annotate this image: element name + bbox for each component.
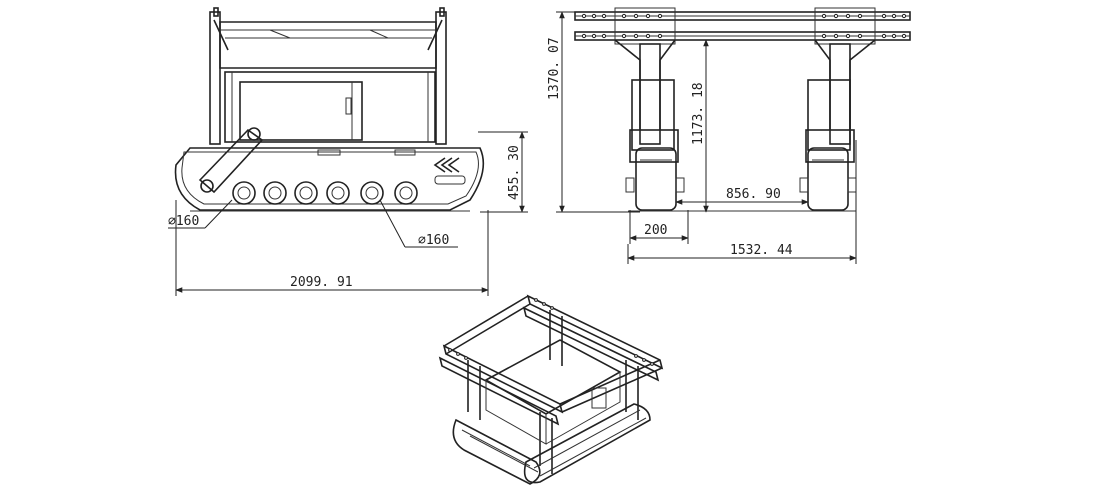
side-view xyxy=(174,7,485,212)
track-height-label: 455. 30 xyxy=(507,145,522,200)
front-view xyxy=(574,7,911,212)
track-width-label: 200 xyxy=(644,223,667,238)
drive-wheel-diameter-label: ∅160 xyxy=(168,214,199,229)
overall-width-label: 1532. 44 xyxy=(730,243,793,258)
road-wheels xyxy=(232,181,418,205)
rail-holes xyxy=(581,13,907,39)
track-gap-label: 856. 90 xyxy=(726,187,781,202)
side-view-dimensions: 2099. 91 455. 30 ∅160 ∅160 xyxy=(168,131,528,296)
front-view-dimensions: 1370. 07 1173. 18 856. 90 200 1532. 44 xyxy=(547,11,857,264)
frame-height-label: 1173. 18 xyxy=(691,82,706,145)
overall-length-label: 2099. 91 xyxy=(290,275,353,290)
overall-height-label: 1370. 07 xyxy=(547,37,562,100)
isometric-view xyxy=(438,294,664,485)
road-wheel-diameter-label: ∅160 xyxy=(418,233,449,248)
